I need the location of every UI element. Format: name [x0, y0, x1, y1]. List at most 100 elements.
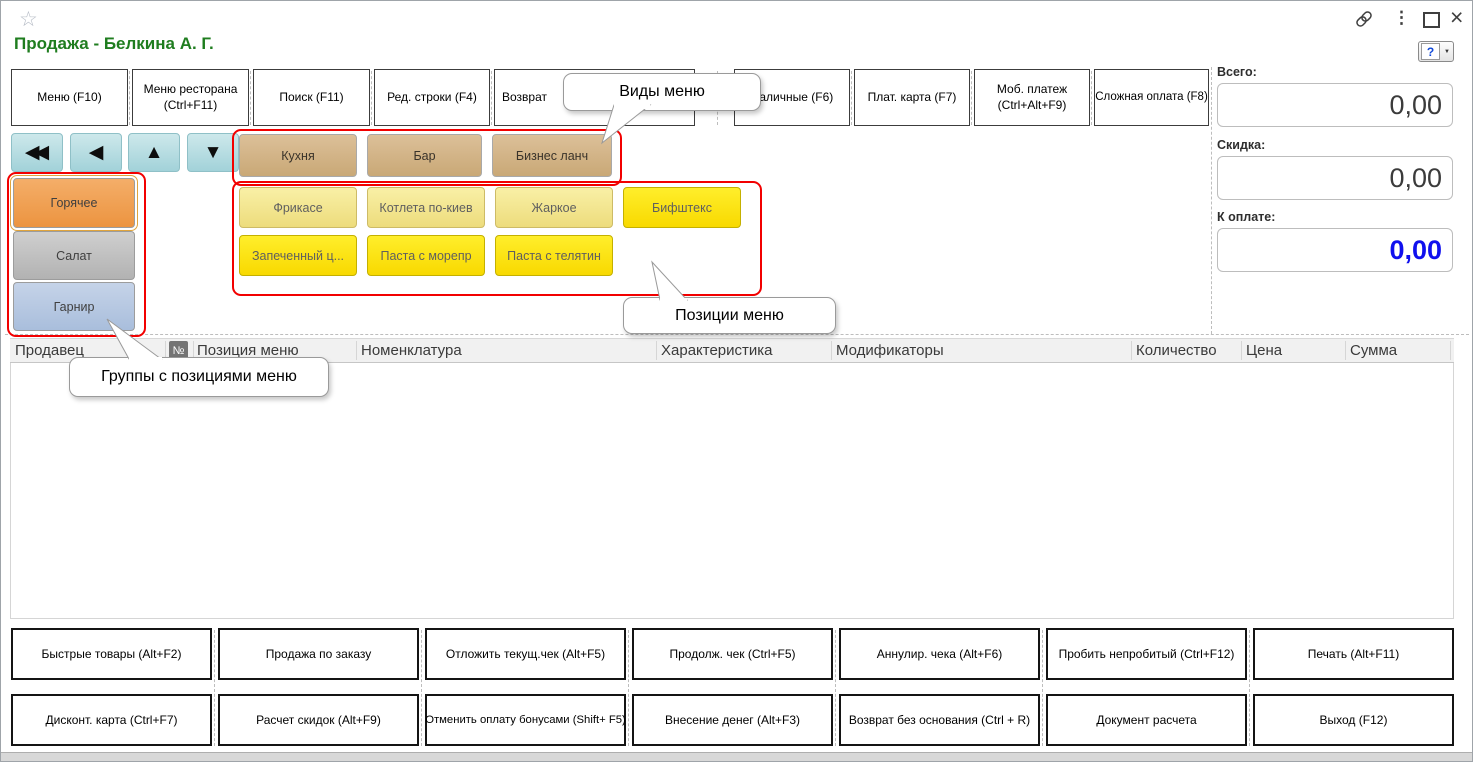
menu-group-salad-button[interactable]: Салат	[13, 231, 135, 280]
return-without-reason-button[interactable]: Возврат без основания (Ctrl + R)	[839, 694, 1040, 746]
sale-by-order-button[interactable]: Продажа по заказу	[218, 628, 419, 680]
help-icon: ?	[1421, 43, 1440, 60]
callout-menu-views-text: Виды меню	[619, 83, 705, 100]
quick-goods-button[interactable]: Быстрые товары (Alt+F2)	[11, 628, 212, 680]
column-separator	[193, 341, 194, 360]
toolbar-mobile-payment-button[interactable]: Моб. платеж (Ctrl+Alt+F9)	[974, 69, 1090, 126]
toolbar-restaurant-menu-button[interactable]: Меню ресторана (Ctrl+F11)	[132, 69, 249, 126]
menu-position-button[interactable]: Запеченный ц...	[239, 235, 357, 276]
total-label: Всего:	[1217, 65, 1257, 79]
nav-first-button[interactable]: ◀◀	[11, 133, 63, 172]
column-header-quantity[interactable]: Количество	[1136, 342, 1217, 359]
menu-position-button[interactable]: Котлета по-киев	[367, 187, 485, 228]
totals-panel-separator	[1211, 67, 1212, 334]
bottom-separator	[1249, 630, 1250, 746]
discount-label: Скидка:	[1217, 138, 1266, 152]
column-header-nomenclature[interactable]: Номенклатура	[361, 342, 462, 359]
column-header-number-icon[interactable]: №	[169, 341, 188, 360]
splitter-line	[5, 334, 1469, 335]
double-left-arrow-icon: ◀◀	[24, 142, 49, 163]
column-separator	[356, 341, 357, 360]
up-arrow-icon: ▲	[144, 141, 164, 163]
nav-down-button[interactable]: ▼	[187, 133, 239, 172]
receipt-table-body[interactable]	[10, 363, 1454, 619]
column-separator	[1131, 341, 1132, 360]
discount-card-button[interactable]: Дисконт. карта (Ctrl+F7)	[11, 694, 212, 746]
continue-receipt-button[interactable]: Продолж. чек (Ctrl+F5)	[632, 628, 833, 680]
column-header-menu-position[interactable]: Позиция меню	[197, 342, 299, 359]
total-value-field[interactable]: 0,00	[1217, 83, 1453, 127]
toolbar-cash-button[interactable]: Наличные (F6)	[734, 69, 850, 126]
toolbar-menu-button[interactable]: Меню (F10)	[11, 69, 128, 126]
column-separator	[1345, 341, 1346, 360]
column-header-characteristic[interactable]: Характеристика	[661, 342, 773, 359]
menu-group-hot-button[interactable]: Горячее	[10, 175, 138, 231]
toolbar-separator	[371, 71, 372, 125]
hold-current-receipt-button[interactable]: Отложить текущ.чек (Alt+F5)	[425, 628, 626, 680]
toolbar-separator	[250, 71, 251, 125]
exit-button[interactable]: Выход (F12)	[1253, 694, 1454, 746]
menu-position-button[interactable]: Бифштекс	[623, 187, 741, 228]
callout-menu-groups: Группы с позициями меню	[69, 357, 329, 397]
discount-value-field[interactable]: 0,00	[1217, 156, 1453, 200]
toolbar-search-button[interactable]: Поиск (F11)	[253, 69, 370, 126]
calc-discounts-button[interactable]: Расчет скидок (Alt+F9)	[218, 694, 419, 746]
menu-position-button[interactable]: Паста с морепр	[367, 235, 485, 276]
column-separator	[656, 341, 657, 360]
toolbar-separator	[491, 71, 492, 125]
cash-in-button[interactable]: Внесение денег (Alt+F3)	[632, 694, 833, 746]
column-header-sum[interactable]: Сумма	[1350, 342, 1398, 359]
nav-up-button[interactable]: ▲	[128, 133, 180, 172]
page-title: Продажа - Белкина А. Г.	[14, 34, 214, 53]
menu-view-business-lunch-button[interactable]: Бизнес ланч	[492, 134, 612, 177]
cancel-bonus-payment-button[interactable]: Отменить оплату бонусами (Shift+ F5)	[425, 694, 626, 746]
menu-position-button[interactable]: Жаркое	[495, 187, 613, 228]
toolbar-separator	[1091, 71, 1092, 125]
callout-menu-positions-text: Позиции меню	[675, 306, 784, 324]
toolbar-separator	[971, 71, 972, 125]
callout-menu-views: Виды меню	[563, 73, 761, 111]
bottom-separator	[421, 630, 422, 746]
down-arrow-icon: ▼	[203, 141, 223, 163]
menu-position-button[interactable]: Фрикасе	[239, 187, 357, 228]
settlement-document-button[interactable]: Документ расчета	[1046, 694, 1247, 746]
column-header-seller[interactable]: Продавец	[15, 342, 84, 359]
toolbar-separator	[129, 71, 130, 125]
chevron-down-icon: ▼	[1444, 48, 1450, 55]
payable-label: К оплате:	[1217, 210, 1276, 224]
link-icon[interactable]	[1353, 8, 1375, 35]
nav-previous-button[interactable]: ◀	[70, 133, 122, 172]
bottom-separator	[628, 630, 629, 746]
bottom-separator	[214, 630, 215, 746]
punch-unpunched-button[interactable]: Пробить непробитый (Ctrl+F12)	[1046, 628, 1247, 680]
column-separator	[1450, 341, 1451, 360]
toolbar-separator	[851, 71, 852, 125]
menu-view-bar-button[interactable]: Бар	[367, 134, 482, 177]
print-button[interactable]: Печать (Alt+F11)	[1253, 628, 1454, 680]
link-icon-svg	[1356, 11, 1372, 27]
discount-value: 0,00	[1389, 162, 1442, 193]
toolbar-edit-row-button[interactable]: Ред. строки (F4)	[374, 69, 490, 126]
column-header-price[interactable]: Цена	[1246, 342, 1283, 359]
payable-value-field[interactable]: 0,00	[1217, 228, 1453, 272]
column-separator	[831, 341, 832, 360]
annul-receipt-button[interactable]: Аннулир. чека (Alt+F6)	[839, 628, 1040, 680]
close-icon[interactable]: ×	[1450, 4, 1464, 30]
toolbar-complex-payment-button[interactable]: Сложная оплата (F8)	[1094, 69, 1209, 126]
menu-group-side-button[interactable]: Гарнир	[13, 282, 135, 331]
column-separator	[1241, 341, 1242, 360]
favorite-star-icon[interactable]: ☆	[19, 8, 38, 31]
total-value: 0,00	[1389, 89, 1442, 120]
callout-menu-positions: Позиции меню	[623, 297, 836, 334]
menu-view-kitchen-button[interactable]: Кухня	[239, 134, 357, 177]
maximize-icon[interactable]	[1423, 12, 1440, 28]
bottom-separator	[835, 630, 836, 746]
more-menu-icon[interactable]: ⋮	[1393, 8, 1410, 27]
column-header-modifiers[interactable]: Модификаторы	[836, 342, 944, 359]
help-button[interactable]: ? ▼	[1418, 41, 1454, 62]
window-bottom-strip	[1, 752, 1472, 761]
menu-position-button[interactable]: Паста с телятин	[495, 235, 613, 276]
payable-value: 0,00	[1389, 234, 1442, 265]
toolbar-card-button[interactable]: Плат. карта (F7)	[854, 69, 970, 126]
